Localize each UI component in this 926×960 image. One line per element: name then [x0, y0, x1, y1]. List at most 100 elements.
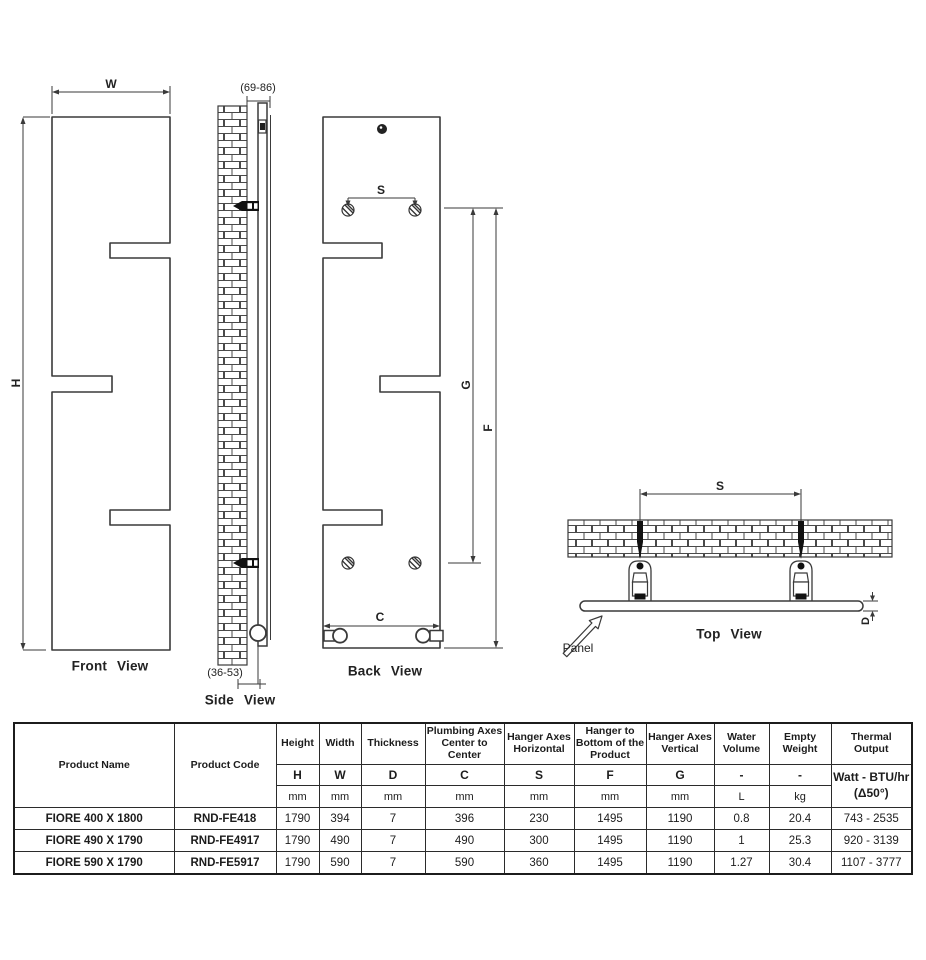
- side-valve: [249, 624, 267, 642]
- value-cell: 7: [360, 851, 426, 875]
- value-cell: 396: [424, 807, 505, 830]
- back-view-title: Back View: [347, 663, 423, 679]
- value-cell: 920 - 3139: [830, 829, 913, 852]
- value-cell: 1790: [275, 829, 320, 852]
- letter-cell: -: [768, 764, 832, 786]
- thermal-unit-cell: Watt - BTU/hr (Δ50°): [830, 764, 913, 808]
- back-g-label: G: [459, 380, 473, 390]
- value-cell: 1790: [275, 807, 320, 830]
- value-cell: 1495: [573, 829, 647, 852]
- hanger-mark: [341, 203, 355, 217]
- col-header-thermal-output: Thermal Output: [830, 722, 913, 765]
- technical-drawing: [20, 86, 893, 689]
- unit-cell: L: [713, 785, 770, 808]
- side-bracket-top: [233, 201, 259, 211]
- value-cell: 490: [424, 829, 505, 852]
- product-name-cell: FIORE 590 X 1790: [13, 851, 175, 875]
- table-row: FIORE 590 X 1790 RND-FE5917 1790 590 7 5…: [13, 851, 913, 875]
- value-cell: 1.27: [713, 851, 770, 875]
- col-header-hanger-horizontal: Hanger Axes Horizontal: [503, 722, 575, 765]
- top-view-drawing: [562, 489, 893, 658]
- value-cell: 1790: [275, 851, 320, 875]
- value-cell: 300: [503, 829, 575, 852]
- col-header-hanger-vertical: Hanger Axes Vertical: [645, 722, 715, 765]
- value-cell: 490: [318, 829, 362, 852]
- value-cell: 7: [360, 829, 426, 852]
- value-cell: 1190: [645, 829, 715, 852]
- product-code-cell: RND-FE5917: [173, 851, 277, 875]
- side-bracket-bottom: [233, 558, 259, 568]
- top-wall-bricks: [567, 519, 893, 558]
- col-header-plumbing: Plumbing Axes Center to Center: [424, 722, 505, 765]
- value-cell: 1: [713, 829, 770, 852]
- front-height-label: H: [9, 378, 23, 388]
- value-cell: 1107 - 3777: [830, 851, 913, 875]
- value-cell: 30.4: [768, 851, 832, 875]
- hanger-mark: [408, 556, 422, 570]
- thermal-unit-line1: Watt - BTU/hr: [833, 770, 910, 785]
- col-header-product-name: Product Name: [13, 722, 175, 808]
- side-top-dim: [246, 96, 271, 108]
- front-height-dim: [22, 116, 50, 651]
- back-panel-outline: [322, 116, 441, 649]
- top-panel: [579, 600, 864, 612]
- col-header-water-volume: Water Volume: [713, 722, 770, 765]
- back-f-label: F: [481, 424, 495, 432]
- plumbing-connectors: [323, 627, 444, 644]
- side-view-title: Side View: [204, 692, 276, 708]
- thermal-unit-line2: (Δ50°): [853, 786, 889, 800]
- value-cell: 1495: [573, 851, 647, 875]
- table-row: FIORE 400 X 1800 RND-FE418 1790 394 7 39…: [13, 807, 913, 830]
- side-top-dim-label: (69-86): [240, 82, 276, 94]
- product-code-cell: RND-FE4917: [173, 829, 277, 852]
- unit-cell: mm: [275, 785, 320, 808]
- col-header-product-code: Product Code: [173, 722, 277, 808]
- col-header-width: Width: [318, 722, 362, 765]
- value-cell: 7: [360, 807, 426, 830]
- product-name-cell: FIORE 490 X 1790: [13, 829, 175, 852]
- top-bracket-left: [628, 560, 652, 601]
- front-view-title: Front View: [71, 658, 149, 674]
- front-panel-outline: [51, 116, 171, 651]
- letter-cell: H: [275, 764, 320, 786]
- letter-cell: F: [573, 764, 647, 786]
- unit-cell: mm: [318, 785, 362, 808]
- letter-cell: D: [360, 764, 426, 786]
- front-view-drawing: [20, 86, 171, 651]
- side-bottom-dim: [237, 679, 266, 689]
- side-bottom-dim-label: (36-53): [207, 667, 243, 679]
- unit-cell: mm: [503, 785, 575, 808]
- side-panel: [257, 102, 268, 647]
- value-cell: 1190: [645, 807, 715, 830]
- value-cell: 230: [503, 807, 575, 830]
- value-cell: 590: [318, 851, 362, 875]
- letter-cell: S: [503, 764, 575, 786]
- unit-cell: mm: [573, 785, 647, 808]
- panel-pointer-arrow: [562, 615, 603, 658]
- top-view-title: Top View: [696, 626, 762, 642]
- front-width-dim: [51, 86, 171, 114]
- col-header-hanger-bottom: Hanger to Bottom of the Product: [573, 722, 647, 765]
- value-cell: 20.4: [768, 807, 832, 830]
- value-cell: 0.8: [713, 807, 770, 830]
- back-view-drawing: [322, 116, 503, 649]
- hanger-mark: [408, 203, 422, 217]
- table-row: FIORE 490 X 1790 RND-FE4917 1790 490 7 4…: [13, 829, 913, 852]
- back-c-label: C: [375, 610, 385, 624]
- value-cell: 1495: [573, 807, 647, 830]
- top-s-label: S: [715, 479, 725, 493]
- letter-cell: G: [645, 764, 715, 786]
- air-vent: [377, 124, 387, 134]
- product-code-cell: RND-FE418: [173, 807, 277, 830]
- unit-cell: mm: [645, 785, 715, 808]
- side-wall-bricks: [217, 105, 248, 666]
- top-d-label: D: [860, 617, 872, 625]
- spec-table: Product Name Product Code Height Width T…: [13, 722, 913, 875]
- product-name-cell: FIORE 400 X 1800: [13, 807, 175, 830]
- letter-cell: -: [713, 764, 770, 786]
- letter-cell: W: [318, 764, 362, 786]
- value-cell: 1190: [645, 851, 715, 875]
- panel-label: Panel: [562, 641, 594, 655]
- value-cell: 360: [503, 851, 575, 875]
